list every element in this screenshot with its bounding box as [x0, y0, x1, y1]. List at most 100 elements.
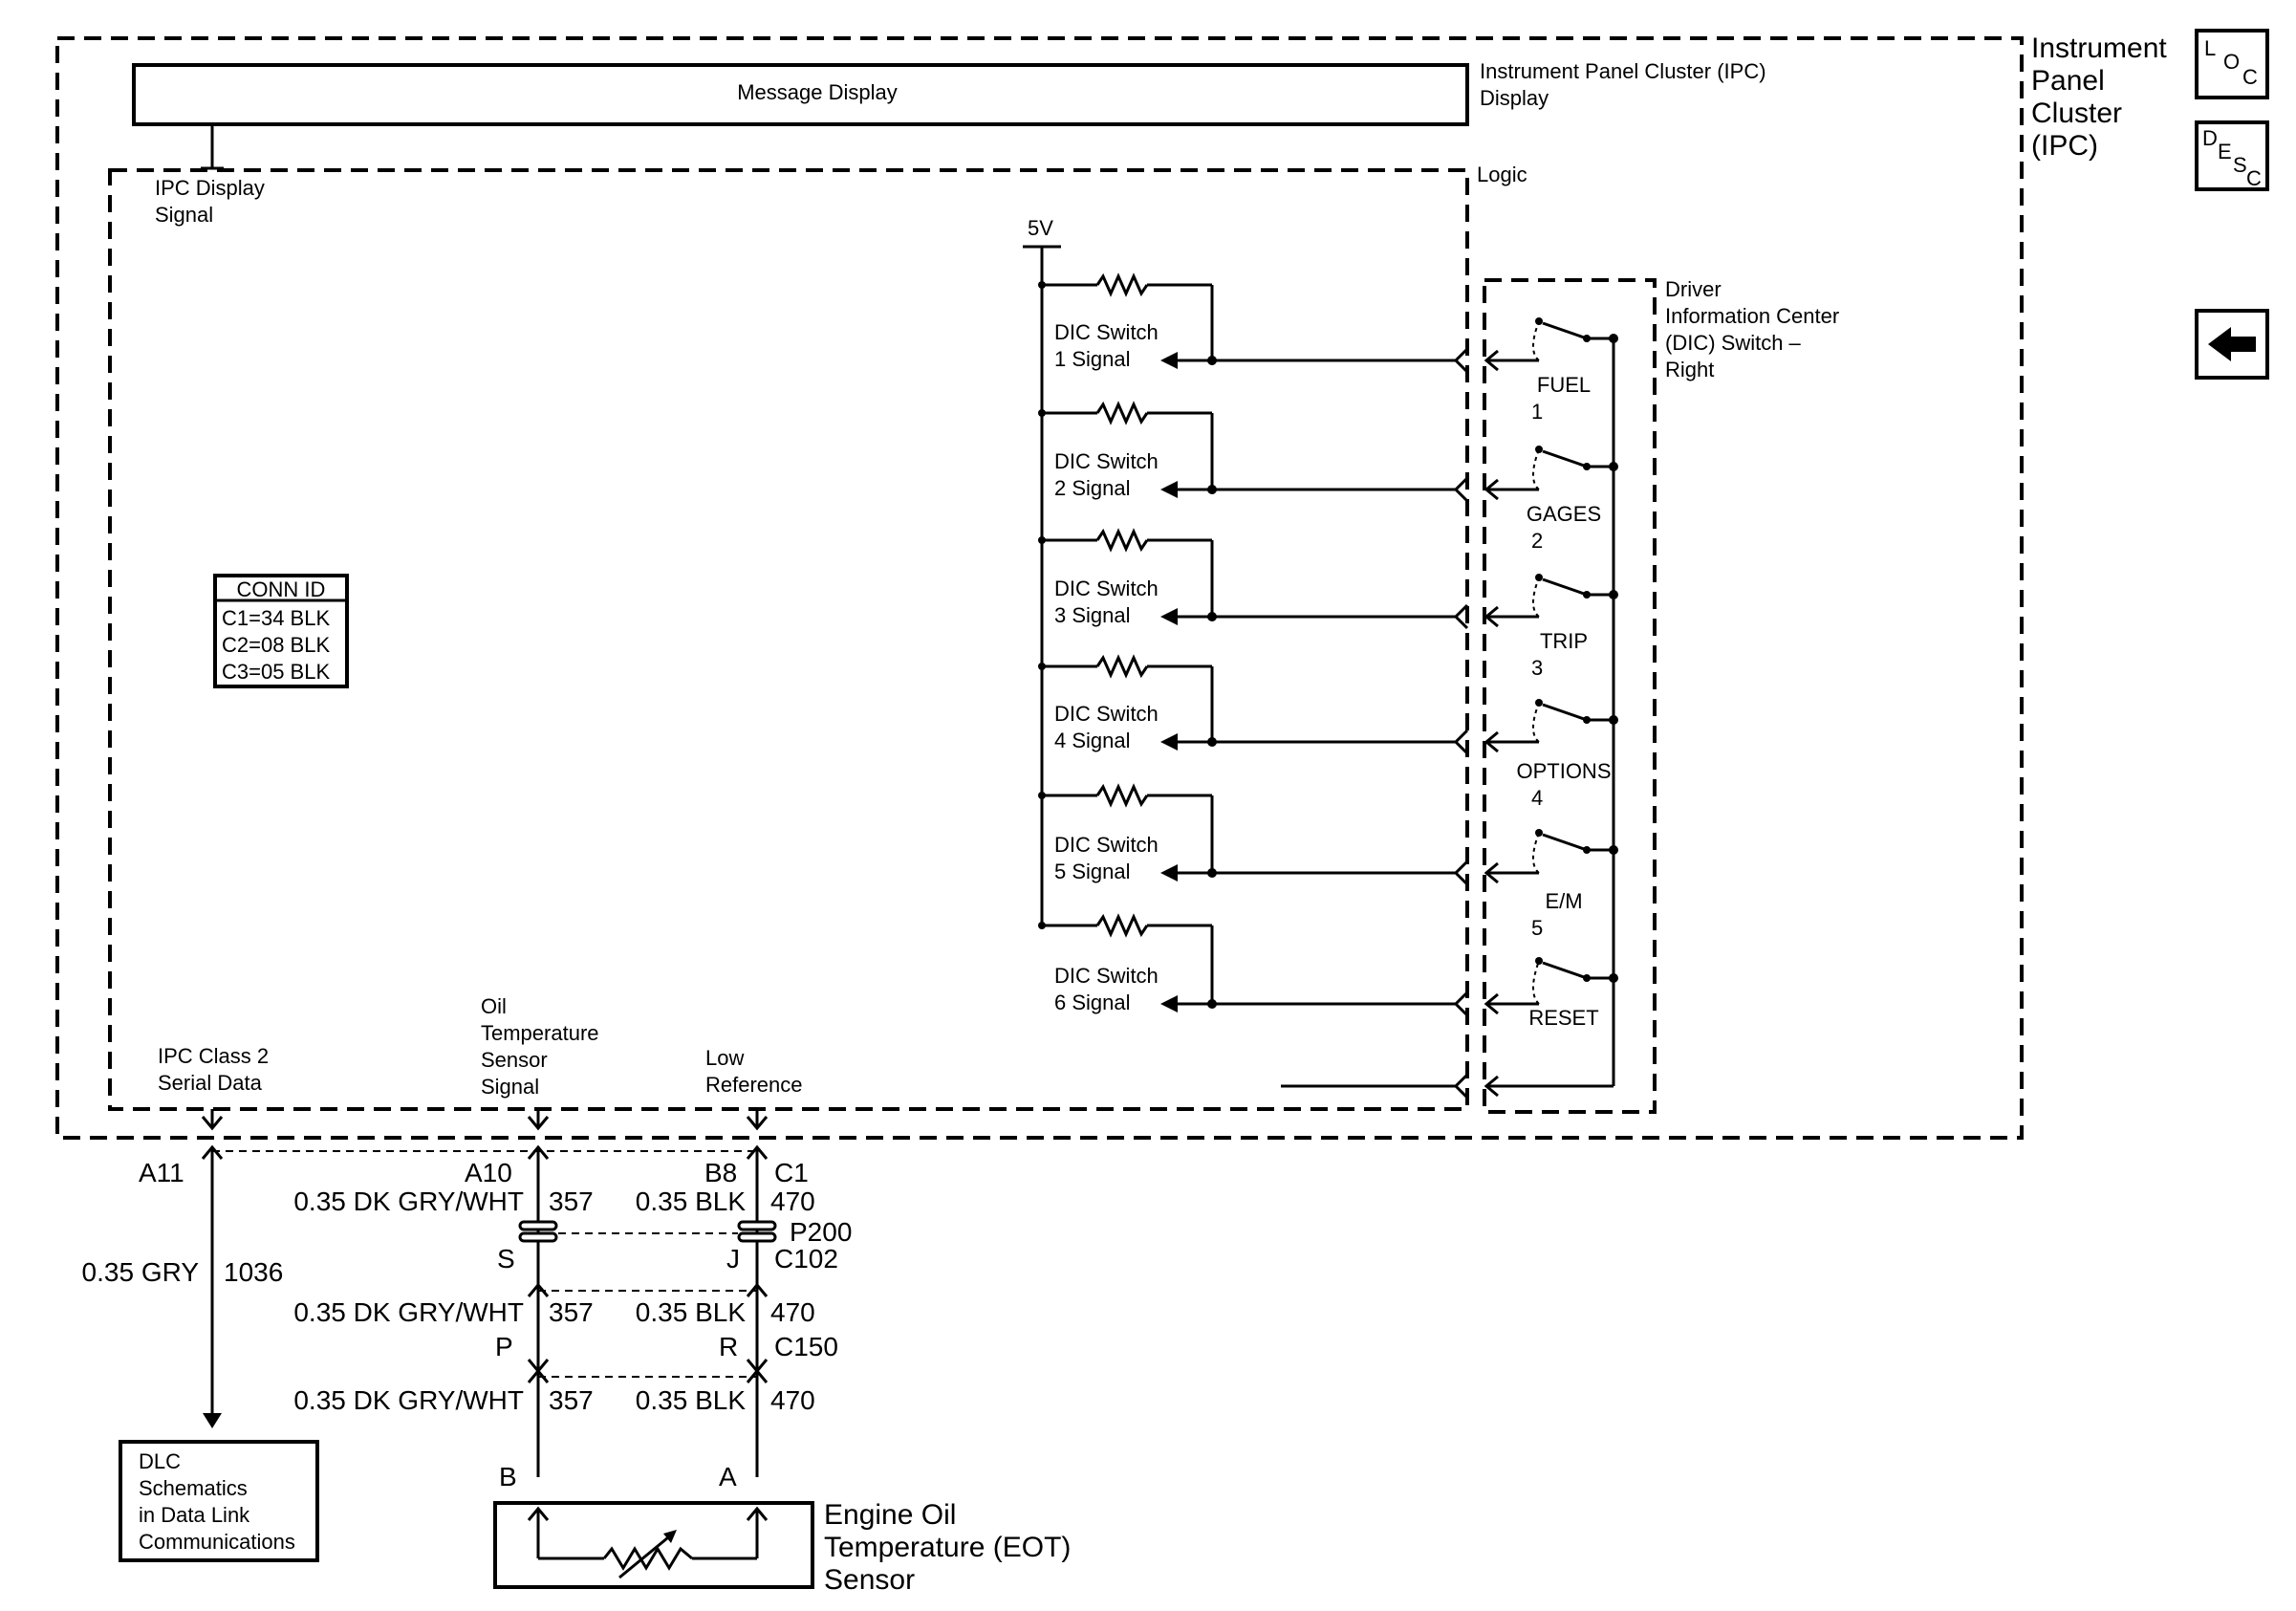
ipc-title-line-1: Instrument — [2031, 33, 2167, 64]
pin-b8: B8 — [704, 1158, 737, 1187]
wire-3-left-circuit: 357 — [549, 1385, 594, 1415]
dic-title-4: Right — [1665, 358, 1714, 381]
dic-button-label: GAGES — [1527, 502, 1601, 526]
ipc-display-signal-2: Signal — [155, 203, 213, 227]
resistor-icon — [1095, 913, 1149, 938]
conn-id-row-3: C3=05 BLK — [222, 660, 330, 684]
loc-letter-o: O — [2223, 50, 2240, 74]
desc-letter-d: D — [2202, 126, 2218, 150]
wire-2-left-color: 0.35 DK GRY/WHT — [293, 1297, 524, 1327]
conn-id-row-1: C1=34 BLK — [222, 606, 330, 630]
class2-label-2: Serial Data — [158, 1071, 263, 1095]
dic-button-number: 2 — [1531, 529, 1543, 553]
lowref-label-2: Reference — [705, 1073, 803, 1097]
dic-title-3: (DIC) Switch – — [1665, 331, 1802, 355]
dic-signal-label: DIC Switch — [1054, 449, 1159, 473]
conn-id-title: CONN ID — [237, 577, 326, 601]
message-display-box — [132, 63, 1469, 126]
dic-button-number: 3 — [1531, 656, 1543, 680]
wire-1-left-circuit: 357 — [549, 1186, 594, 1216]
dic-signal-row-6: DIC Switch 6 Signal — [1038, 913, 1469, 1017]
wire-2-left-circuit: 357 — [549, 1297, 594, 1327]
connector-c150: C150 — [774, 1332, 838, 1361]
switch-contact-icon — [1542, 961, 1588, 980]
desc-letter-e: E — [2218, 140, 2232, 163]
resistor-icon — [1095, 401, 1149, 425]
left-arrow-icon — [2208, 327, 2256, 361]
dic-button-label: TRIP — [1540, 629, 1588, 653]
lowref-label-1: Low — [705, 1046, 744, 1070]
dic-title-2: Information Center — [1665, 304, 1839, 328]
pin-r: R — [719, 1332, 738, 1361]
dic-button-label: E/M — [1545, 889, 1582, 913]
back-button[interactable] — [2195, 309, 2269, 380]
ipc-display-signal-1: IPC Display — [155, 176, 265, 200]
switch-contact-icon — [1542, 833, 1588, 852]
desc-button[interactable]: D E S C — [2195, 120, 2269, 191]
dic-signal-row-3: DIC Switch 3 Signal — [1038, 528, 1469, 630]
dic-switch-3[interactable]: TRIP 3 — [1484, 574, 1618, 680]
eot-label-1: Engine Oil — [824, 1499, 956, 1531]
dlc-line-1: DLC — [139, 1449, 181, 1473]
gry-wire-color: 0.35 GRY — [82, 1257, 200, 1287]
signal-arrow-icon — [1160, 481, 1178, 498]
signal-arrow-icon — [1160, 995, 1178, 1012]
oiltemp-label-4: Signal — [481, 1075, 539, 1099]
wire-1-right-circuit: 470 — [770, 1186, 815, 1216]
dlc-line-4: Communications — [139, 1530, 295, 1554]
dic-signal-label: DIC Switch — [1054, 577, 1159, 600]
switch-contact-icon — [1542, 321, 1588, 340]
signal-arrow-icon — [1160, 864, 1178, 882]
signal-arrow-icon — [1160, 352, 1178, 369]
thermistor-icon — [602, 1546, 693, 1571]
conn-id-row-2: C2=08 BLK — [222, 633, 330, 657]
dic-button-number: 5 — [1531, 916, 1543, 940]
wire-1-left-color: 0.35 DK GRY/WHT — [293, 1186, 524, 1216]
dic-button-label: OPTIONS — [1516, 759, 1611, 783]
eot-label-2: Temperature (EOT) — [824, 1532, 1071, 1563]
pin-s: S — [497, 1244, 515, 1274]
dic-signal-label: DIC Switch — [1054, 833, 1159, 857]
dic-button-number: 1 — [1531, 400, 1543, 424]
dlc-box[interactable]: DLC Schematics in Data Link Communicatio… — [119, 1440, 319, 1562]
dic-signal-label: 5 Signal — [1054, 860, 1131, 883]
dic-switch-2[interactable]: GAGES 2 — [1484, 446, 1618, 553]
switch-contact-icon — [1542, 703, 1588, 722]
p200-connector-s — [518, 1220, 558, 1243]
dic-signal-label: 3 Signal — [1054, 603, 1131, 627]
wire-3-right-circuit: 470 — [770, 1385, 815, 1415]
dic-signal-label: 1 Signal — [1054, 347, 1131, 371]
desc-letter-c: C — [2246, 166, 2262, 190]
conn-id-box: CONN ID C1=34 BLK C2=08 BLK C3=05 BLK — [213, 574, 349, 688]
dic-button-label: RESET — [1528, 1006, 1598, 1030]
sensor-pin-a: A — [719, 1462, 737, 1491]
oiltemp-label-3: Sensor — [481, 1048, 548, 1072]
dic-signal-label: 6 Signal — [1054, 991, 1131, 1014]
wire-3-left-color: 0.35 DK GRY/WHT — [293, 1385, 524, 1415]
signal-arrow-icon — [1160, 608, 1178, 625]
dic-switch-4[interactable]: OPTIONS 4 — [1484, 699, 1618, 810]
dic-switch-6[interactable]: RESET — [1484, 957, 1618, 1030]
resistor-icon — [1095, 654, 1149, 679]
connector-c102: C102 — [774, 1244, 838, 1274]
oiltemp-label-1: Oil — [481, 994, 507, 1018]
gry-wire-circuit: 1036 — [224, 1257, 283, 1287]
loc-letter-c: C — [2242, 65, 2258, 89]
eot-label-3: Sensor — [824, 1564, 915, 1596]
wire-2-right-circuit: 470 — [770, 1297, 815, 1327]
ipc-title-line-4: (IPC) — [2031, 130, 2098, 162]
resistor-icon — [1095, 528, 1149, 553]
dic-button-number: 4 — [1531, 786, 1543, 810]
dic-signal-label: DIC Switch — [1054, 964, 1159, 988]
loc-letter-l: L — [2204, 36, 2216, 60]
connector-p200: P200 — [790, 1217, 852, 1247]
dic-switch-5[interactable]: E/M5 — [1484, 829, 1618, 940]
wire-3-right-color: 0.35 BLK — [636, 1385, 747, 1415]
loc-button[interactable]: L O C — [2195, 29, 2269, 99]
